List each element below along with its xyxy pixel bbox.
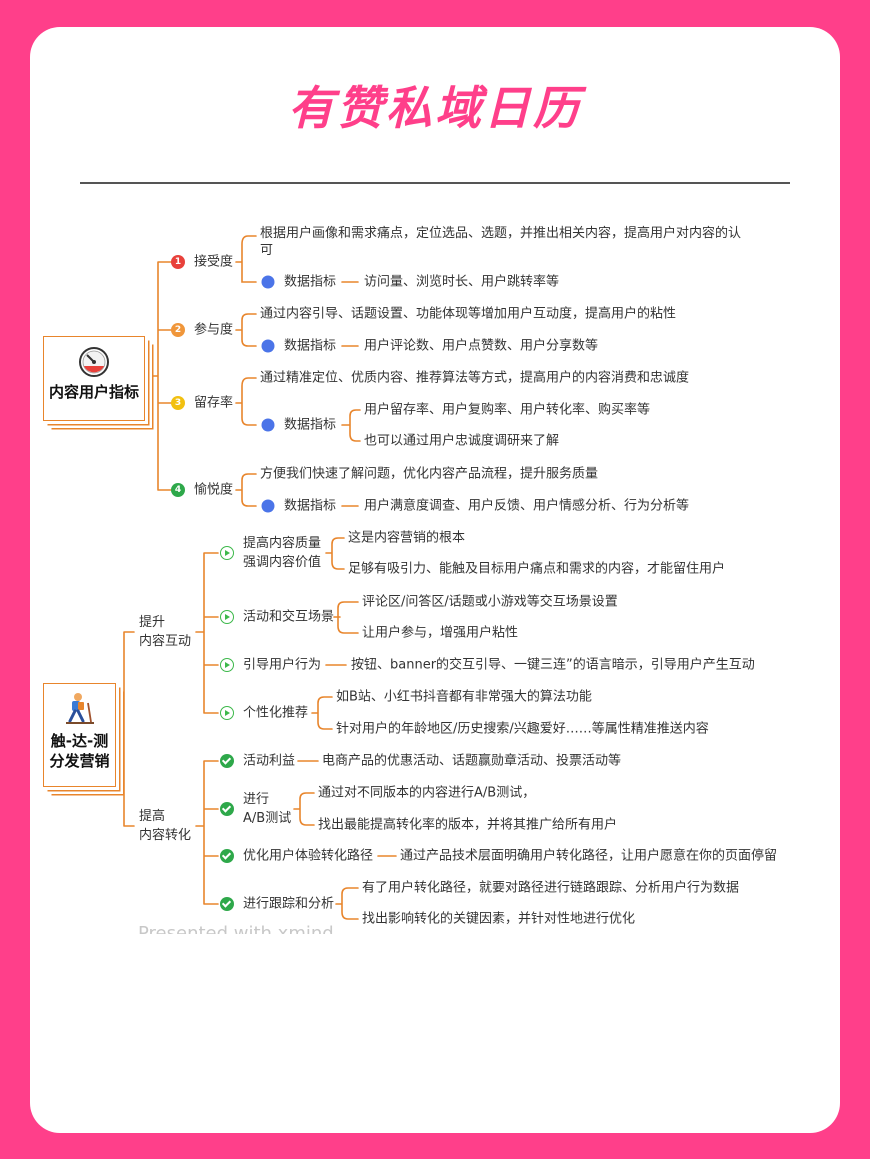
leaf-text: 让用户参与，增强用户粘性	[362, 625, 519, 641]
leaf-text: 通过对不同版本的内容进行A/B测试，	[318, 785, 536, 801]
engagement-metric: 用户评论数、用户点赞数、用户分享数等	[364, 338, 599, 354]
leaf-text: 评论区/问答区/话题或小游戏等交互场景设置	[362, 594, 618, 610]
metric-dot-icon	[261, 499, 275, 513]
leaf-text: 有了用户转化路径，就要对路径进行链路跟踪、分析用户行为数据	[362, 880, 740, 896]
number-badge-2-icon: 2	[171, 323, 185, 337]
node-interaction-scenes: 活动和交互场景	[243, 609, 335, 625]
node-ab-testing: 进行 A/B测试	[243, 792, 292, 826]
engagement-description: 通过内容引导、话题设置、功能体现等增加用户互动度，提高用户的粘性	[260, 306, 677, 322]
root-label: 内容用户指标	[48, 383, 139, 401]
check-icon	[220, 754, 234, 768]
content-card	[30, 27, 840, 1133]
leaf-text: 找出影响转化的关键因素，并针对性地进行优化	[362, 911, 636, 927]
node-engagement: 参与度	[194, 322, 234, 338]
node-acceptance: 接受度	[194, 254, 234, 270]
leaf-text: 针对用户的年龄地区/历史搜索/兴趣爱好……等属性精准推送内容	[336, 721, 709, 737]
root-label: 触-达-测 分发营销	[49, 732, 110, 771]
hiker-icon	[65, 693, 94, 724]
node-activity-benefits: 活动利益	[243, 753, 296, 769]
check-icon	[220, 802, 234, 816]
satisfaction-description: 方便我们快速了解问题，优化内容产品流程，提升服务质量	[260, 466, 599, 482]
root-node-distribution-marketing: 触-达-测 分发营销	[43, 683, 116, 787]
node-tracking-analysis: 进行跟踪和分析	[243, 896, 335, 912]
metric-label: 数据指标	[284, 417, 337, 433]
node-retention: 留存率	[194, 395, 234, 411]
retention-metric: 用户留存率、用户复购率、用户转化率、购买率等	[364, 402, 651, 418]
leaf-text: 找出最能提高转化率的版本，并将其推广给所有用户	[318, 817, 618, 833]
root-node-content-metrics: 内容用户指标	[43, 336, 145, 421]
number-badge-3-icon: 3	[171, 396, 185, 410]
node-satisfaction: 愉悦度	[194, 482, 234, 498]
metric-dot-icon	[261, 275, 275, 289]
metric-dot-icon	[261, 339, 275, 353]
leaf-text: 足够有吸引力、能触及目标用户痛点和需求的内容，才能留住用户	[348, 561, 726, 577]
number-badge-1-icon: 1	[171, 255, 185, 269]
metric-dot-icon	[261, 418, 275, 432]
play-icon	[220, 546, 234, 560]
leaf-text: 这是内容营销的根本	[348, 530, 466, 546]
satisfaction-metric: 用户满意度调查、用户反馈、用户情感分析、行为分析等	[364, 498, 690, 514]
play-icon	[220, 658, 234, 672]
leaf-text: 如B站、小红书抖音都有非常强大的算法功能	[336, 689, 592, 705]
node-optimize-path: 优化用户体验转化路径	[243, 848, 374, 864]
gauge-icon	[79, 347, 109, 377]
acceptance-metric: 访问量、浏览时长、用户跳转率等	[364, 274, 560, 290]
node-boost-interaction: 提升 内容互动	[139, 615, 192, 649]
retention-metric-note: 也可以通过用户忠诚度调研来了解	[364, 433, 560, 449]
metric-label: 数据指标	[284, 498, 337, 514]
check-icon	[220, 849, 234, 863]
leaf-text: 电商产品的优惠活动、话题赢勋章活动、投票活动等	[322, 753, 622, 769]
title-divider	[80, 182, 790, 184]
check-icon	[220, 897, 234, 911]
acceptance-description: 根据用户画像和需求痛点，定位选品、选题，并推出相关内容，提高用户对内容的认可	[260, 226, 742, 258]
node-personalized-recommendation: 个性化推荐	[243, 705, 309, 721]
play-icon	[220, 610, 234, 624]
leaf-text: 通过产品技术层面明确用户转化路径，让用户愿意在你的页面停留	[400, 848, 778, 864]
play-icon	[220, 706, 234, 720]
page-title: 有赞私域日历	[288, 81, 582, 135]
retention-description: 通过精准定位、优质内容、推荐算法等方式，提高用户的内容消费和忠诚度	[260, 370, 690, 386]
node-boost-conversion: 提高 内容转化	[139, 809, 192, 843]
metric-label: 数据指标	[284, 338, 337, 354]
node-content-quality: 提高内容质量 强调内容价值	[243, 536, 322, 570]
node-guide-behavior: 引导用户行为	[243, 657, 322, 673]
metric-label: 数据指标	[284, 274, 337, 290]
number-badge-4-icon: 4	[171, 483, 185, 497]
watermark: Presented with xmind	[138, 925, 353, 934]
leaf-text: 按钮、banner的交互引导、一键三连”的语言暗示，引导用户产生互动	[351, 657, 755, 673]
